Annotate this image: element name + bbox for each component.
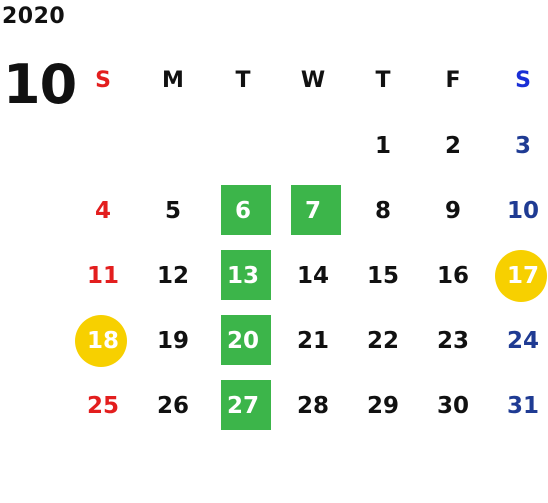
calendar-grid: S M T W T F S 1 2 3 4 5 6 7 8 9 10 11 12… [68,48,548,438]
day-cell [68,113,138,178]
day-number: 6 [234,197,251,224]
weekday-sat: S [515,68,531,93]
day-cell-highlight-yellow: 18 [68,308,138,373]
day-number: 18 [86,327,119,354]
day-cell: 2 [444,132,461,159]
day-cell-highlight-green: 27 [208,373,278,438]
week-row: 4 5 6 7 8 9 10 [68,178,548,243]
day-cell: 31 [506,392,539,419]
weekday-mon: M [162,68,184,93]
weekday-tue: T [235,68,251,93]
day-cell: 9 [444,197,461,224]
day-number: 7 [304,197,321,224]
day-cell: 26 [156,392,189,419]
day-cell: 15 [366,262,399,289]
day-cell: 28 [296,392,329,419]
day-cell [278,113,348,178]
day-cell: 3 [514,132,531,159]
week-row: 18 19 20 21 22 23 24 [68,308,548,373]
day-number: 17 [506,262,539,289]
day-number: 13 [226,262,259,289]
year-label: 2020 [2,4,66,29]
weekday-thu: T [375,68,391,93]
day-cell: 11 [86,262,119,289]
day-cell: 14 [296,262,329,289]
day-number: 20 [226,327,259,354]
day-cell [208,113,278,178]
day-cell: 12 [156,262,189,289]
month-number: 10 [3,53,77,116]
week-row: 25 26 27 28 29 30 31 [68,373,548,438]
day-cell [138,113,208,178]
weekday-wed: W [300,68,326,93]
day-cell-highlight-green: 13 [208,243,278,308]
day-cell: 21 [296,327,329,354]
day-cell: 30 [436,392,469,419]
day-cell: 29 [366,392,399,419]
day-cell: 4 [94,197,111,224]
day-cell: 19 [156,327,189,354]
week-row: 1 2 3 [68,113,548,178]
day-cell-highlight-green: 7 [278,178,348,243]
day-cell-highlight-yellow: 17 [488,243,548,308]
day-cell: 24 [506,327,539,354]
day-cell-highlight-green: 20 [208,308,278,373]
weekday-fri: F [445,68,461,93]
weekday-header-row: S M T W T F S [68,48,548,113]
day-cell: 10 [506,197,539,224]
day-cell: 1 [374,132,391,159]
day-cell: 5 [164,197,181,224]
day-number: 27 [226,392,259,419]
day-cell-highlight-green: 6 [208,178,278,243]
day-cell: 22 [366,327,399,354]
day-cell: 23 [436,327,469,354]
weekday-sun: S [95,68,111,93]
day-cell: 16 [436,262,469,289]
day-cell: 25 [86,392,119,419]
week-row: 11 12 13 14 15 16 17 [68,243,548,308]
day-cell: 8 [374,197,391,224]
